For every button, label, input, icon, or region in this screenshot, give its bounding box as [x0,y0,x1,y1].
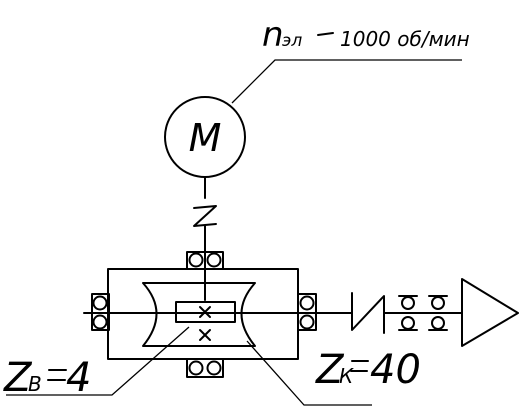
wheel-cross-icon [199,329,211,341]
wheel-symbol: Z [315,347,345,393]
speed-subscript: эл [282,31,302,51]
wheel-teeth-label: Z К 40 [315,347,421,393]
motor-symbol: M [189,116,222,160]
output-bearing-2 [428,295,448,331]
input-coupling [193,205,217,227]
wheel-leader [246,340,372,406]
bearing-input-top [186,251,224,270]
motor-speed-leader [231,59,462,104]
output-bearing-1 [398,295,418,331]
worm-symbol: Z [3,355,33,401]
bearing-input-bottom [186,358,224,378]
output-coupling [351,292,385,334]
bearing-left [91,293,110,331]
wheel-subscript: К [339,364,354,388]
worm-subscript: В [28,372,42,396]
output-cone [461,278,519,347]
bearing-right [297,293,317,331]
motor-speed-label: n эл 1000 об/мин [262,15,470,55]
speed-symbol: n [262,15,284,55]
speed-value: 1000 об/мин [340,27,470,51]
worm-value: 4 [66,355,91,401]
worm-wheel [142,282,256,347]
electric-motor: M [164,96,246,178]
wheel-value: 40 [370,347,421,393]
worm-teeth-label: Z В 4 [3,355,91,401]
speed-dash [317,32,334,36]
worm-leader [6,326,190,396]
